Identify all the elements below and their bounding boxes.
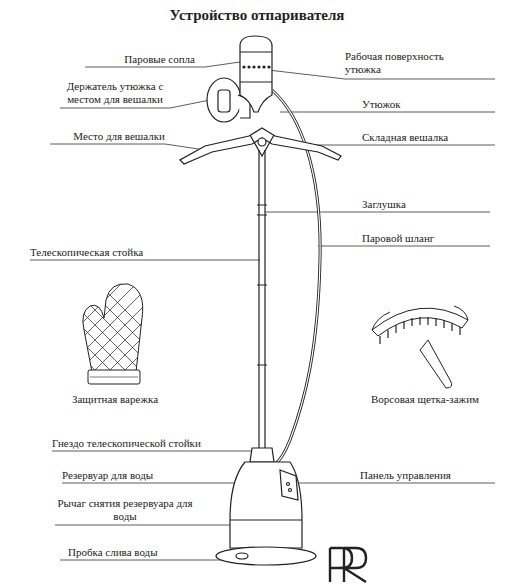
part-label: Рычаг снятия резервуара для воды	[55, 497, 195, 523]
part-label: Пробка слива воды	[68, 546, 238, 559]
steamer-drawing	[252, 65, 255, 68]
steamer-drawing	[242, 65, 270, 68]
part-label: Гнездо телескопической стойки	[52, 437, 252, 450]
steamer-drawing	[230, 462, 302, 548]
steamer-drawing	[242, 65, 245, 68]
steamer-drawing	[258, 138, 266, 146]
steamer-drawing	[257, 205, 267, 365]
brush-drawing	[420, 340, 452, 388]
part-label: Ворсовая щетка-зажим	[350, 393, 500, 406]
steamer-drawing	[180, 128, 341, 164]
steamer-drawing	[259, 150, 265, 458]
leader-lines	[30, 260, 260, 261]
leader-lines	[55, 525, 234, 526]
leader-lines	[52, 451, 255, 452]
steamer-drawing	[216, 547, 316, 565]
steamer-drawing	[267, 65, 270, 68]
glove-drawing	[88, 370, 140, 384]
part-label: Держатель утюжка с местом для вешалки	[60, 80, 170, 106]
brand-logo	[344, 548, 366, 582]
brand-logo	[330, 548, 366, 582]
brush-drawing	[380, 317, 460, 344]
brush-drawing	[372, 306, 468, 330]
steamer-drawing	[240, 52, 272, 82]
leader-lines	[265, 212, 490, 213]
part-label: Место для вешалки	[40, 130, 165, 143]
leader-lines	[280, 112, 495, 113]
steamer-drawing	[230, 519, 302, 520]
leader-lines	[300, 145, 495, 146]
steamer-drawing	[262, 65, 265, 68]
steamer-drawing	[280, 470, 298, 500]
leader-lines	[268, 70, 495, 79]
part-label: Панель управления	[360, 469, 500, 482]
part-label: Телескопическая стойка	[30, 246, 230, 259]
steamer-drawing	[257, 65, 260, 68]
part-label: Паровой шланг	[362, 232, 492, 245]
steamer-drawing	[289, 489, 292, 492]
steamer-drawing	[250, 135, 274, 156]
glove-drawing	[60, 245, 160, 435]
part-label: Заглушка	[362, 198, 482, 211]
steamer-drawing	[218, 90, 230, 112]
glove-drawing	[60, 245, 160, 435]
part-label: Рабочая поверхность утюжка	[345, 50, 470, 76]
brand-logo	[330, 548, 352, 582]
steamer-drawing	[287, 483, 290, 486]
diagram-title: Устройство отпаривателя	[0, 6, 514, 24]
leader-lines	[318, 246, 490, 247]
steamer-drawing	[250, 448, 274, 462]
leader-lines	[60, 560, 240, 561]
leader-lines	[295, 483, 495, 484]
part-label: Паровые сопла	[85, 53, 195, 66]
steamer-drawing	[207, 78, 241, 122]
steamer-drawing	[236, 553, 248, 559]
part-label: Утюжок	[362, 98, 482, 111]
leader-lines	[62, 483, 240, 484]
part-label: Защитная варежка	[45, 393, 185, 406]
part-label: Резервуар для воды	[62, 469, 232, 482]
steamer-drawing	[240, 36, 272, 112]
steamer-drawing	[247, 65, 250, 68]
glove-drawing	[60, 245, 160, 435]
steamer-drawing	[180, 36, 341, 565]
brush-drawing	[380, 317, 460, 344]
leader-lines	[30, 62, 495, 560]
brush-drawing	[372, 306, 468, 388]
glove-drawing	[60, 245, 160, 435]
leader-lines	[50, 144, 205, 150]
glove-drawing	[90, 377, 138, 378]
part-label: Складная вешалка	[362, 131, 492, 144]
